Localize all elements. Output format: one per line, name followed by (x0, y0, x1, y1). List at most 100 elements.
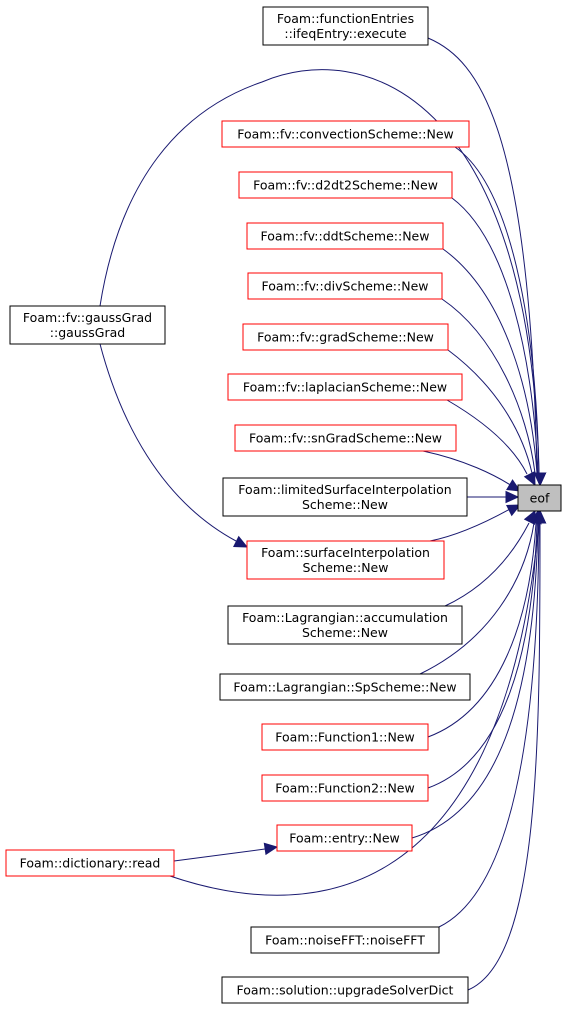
edge-line (99, 69, 540, 474)
node-box (238, 171, 453, 199)
edge-line (438, 522, 540, 928)
node-ifeqEntry[interactable]: Foam::functionEntries::ifeqEntry::execut… (262, 6, 429, 46)
node-box (276, 824, 413, 852)
node-divScheme[interactable]: Foam::fv::divScheme::New (247, 272, 443, 300)
node-label: Foam::fv::convectionScheme::New (237, 127, 454, 142)
node-laplacianScheme[interactable]: Foam::fv::laplacianScheme::New (227, 373, 463, 401)
node-label: Foam::functionEntries (277, 11, 414, 26)
node-label: Foam::entry::New (289, 831, 399, 846)
node-box (261, 774, 429, 802)
node-label: Foam::surfaceInterpolation (261, 545, 430, 560)
edge-surfaceInterp-to-eof (429, 504, 522, 542)
node-eof[interactable]: eof (517, 484, 562, 512)
arrowhead (233, 535, 249, 548)
node-d2dt2Scheme[interactable]: Foam::fv::d2dt2Scheme::New (238, 171, 453, 199)
node-label: Foam::fv::divScheme::New (262, 279, 429, 294)
edge-dictRead-to-entryNew (173, 842, 279, 862)
node-gaussGrad[interactable]: Foam::fv::gaussGrad::gaussGrad (9, 305, 166, 345)
node-upgradeSolver[interactable]: Foam::solution::upgradeSolverDict (221, 976, 469, 1004)
node-snGradScheme[interactable]: Foam::fv::snGradScheme::New (234, 424, 457, 452)
node-box (247, 272, 443, 300)
node-label: Foam::fv::gaussGrad (23, 310, 152, 325)
node-label: Scheme::New (302, 497, 388, 512)
node-box (261, 723, 429, 751)
node-box (222, 477, 468, 517)
node-label: Foam::solution::upgradeSolverDict (237, 983, 454, 998)
node-box (5, 849, 175, 877)
node-label: Foam::limitedSurfaceInterpolation (238, 482, 451, 497)
node-box (227, 605, 463, 645)
node-layer: eof Foam::functionEntries::ifeqEntry::exe… (5, 6, 562, 1004)
node-label: Foam::fv::laplacianScheme::New (243, 380, 447, 395)
arrowhead (533, 509, 547, 524)
edge-line (429, 508, 511, 542)
edge-line (441, 298, 536, 474)
node-label: ::gaussGrad (50, 325, 125, 340)
node-box (221, 120, 470, 148)
node-label: Scheme::New (302, 625, 388, 640)
edge-line (446, 399, 528, 475)
node-label: Foam::noiseFFT::noiseFFT (265, 933, 425, 948)
arrowhead (506, 504, 522, 517)
edge-gaussGrad-to-surfaceInterp (99, 343, 249, 548)
edge-line (467, 522, 541, 991)
node-box (221, 976, 469, 1004)
node-box (219, 673, 471, 701)
edge-line (169, 522, 540, 896)
node-label: Foam::fv::ddtScheme::New (261, 229, 430, 244)
arrowhead (523, 471, 536, 487)
arrowhead (533, 472, 547, 487)
edge-line (447, 349, 533, 474)
node-label: Foam::Lagrangian::SpScheme::New (233, 680, 456, 695)
node-ddtScheme[interactable]: Foam::fv::ddtScheme::New (246, 222, 444, 250)
edge-line (427, 37, 538, 474)
node-function2[interactable]: Foam::Function2::New (261, 774, 429, 802)
node-box (246, 222, 444, 250)
node-box (250, 926, 440, 954)
edge-ddtScheme-to-eof (442, 248, 547, 487)
node-box (517, 484, 562, 512)
node-box (242, 323, 449, 351)
edge-line (442, 248, 538, 474)
edge-upgradeSolver-to-eof (467, 509, 547, 991)
node-dictRead[interactable]: Foam::dictionary::read (5, 849, 175, 877)
node-label: Foam::fv::snGradScheme::New (249, 431, 442, 446)
node-label: Foam::Function1::New (275, 730, 414, 745)
node-entryNew[interactable]: Foam::entry::New (276, 824, 413, 852)
edge-line (173, 848, 266, 862)
edge-line (451, 197, 539, 474)
edge-line (427, 522, 538, 789)
node-convectionScheme[interactable]: Foam::fv::convectionScheme::New (221, 120, 470, 148)
node-label: eof (530, 491, 550, 506)
edge-accumulation-to-eof (444, 509, 536, 607)
node-label: Foam::Function2::New (275, 781, 414, 796)
node-label: Foam::dictionary::read (20, 856, 161, 871)
edge-limitedSurface-to-eof (467, 490, 520, 504)
edge-line (419, 522, 535, 675)
edge-line (99, 343, 237, 542)
arrowhead (506, 479, 522, 492)
node-noiseFFT[interactable]: Foam::noiseFFT::noiseFFT (250, 926, 440, 954)
edge-snGradScheme-to-eof (422, 450, 522, 492)
edge-ifeqEntry-to-eof (427, 37, 547, 487)
node-label: Scheme::New (303, 560, 389, 575)
node-box (9, 305, 166, 345)
node-gradScheme[interactable]: Foam::fv::gradScheme::New (242, 323, 449, 351)
edge-line (454, 146, 540, 474)
arrowhead (505, 490, 520, 504)
node-label: Foam::Lagrangian::accumulation (242, 610, 448, 625)
edge-gradScheme-to-eof (447, 349, 547, 487)
node-spScheme[interactable]: Foam::Lagrangian::SpScheme::New (219, 673, 471, 701)
node-box (262, 6, 429, 46)
edge-layer (99, 37, 547, 991)
node-limitedSurface[interactable]: Foam::limitedSurfaceInterpolationScheme:… (222, 477, 468, 517)
arrowhead (263, 842, 279, 856)
node-box (227, 373, 463, 401)
node-label: ::ifeqEntry::execute (284, 26, 407, 41)
node-function1[interactable]: Foam::Function1::New (261, 723, 429, 751)
edge-line (422, 450, 513, 487)
node-box (246, 540, 445, 580)
node-accumulation[interactable]: Foam::Lagrangian::accumulationScheme::Ne… (227, 605, 463, 645)
